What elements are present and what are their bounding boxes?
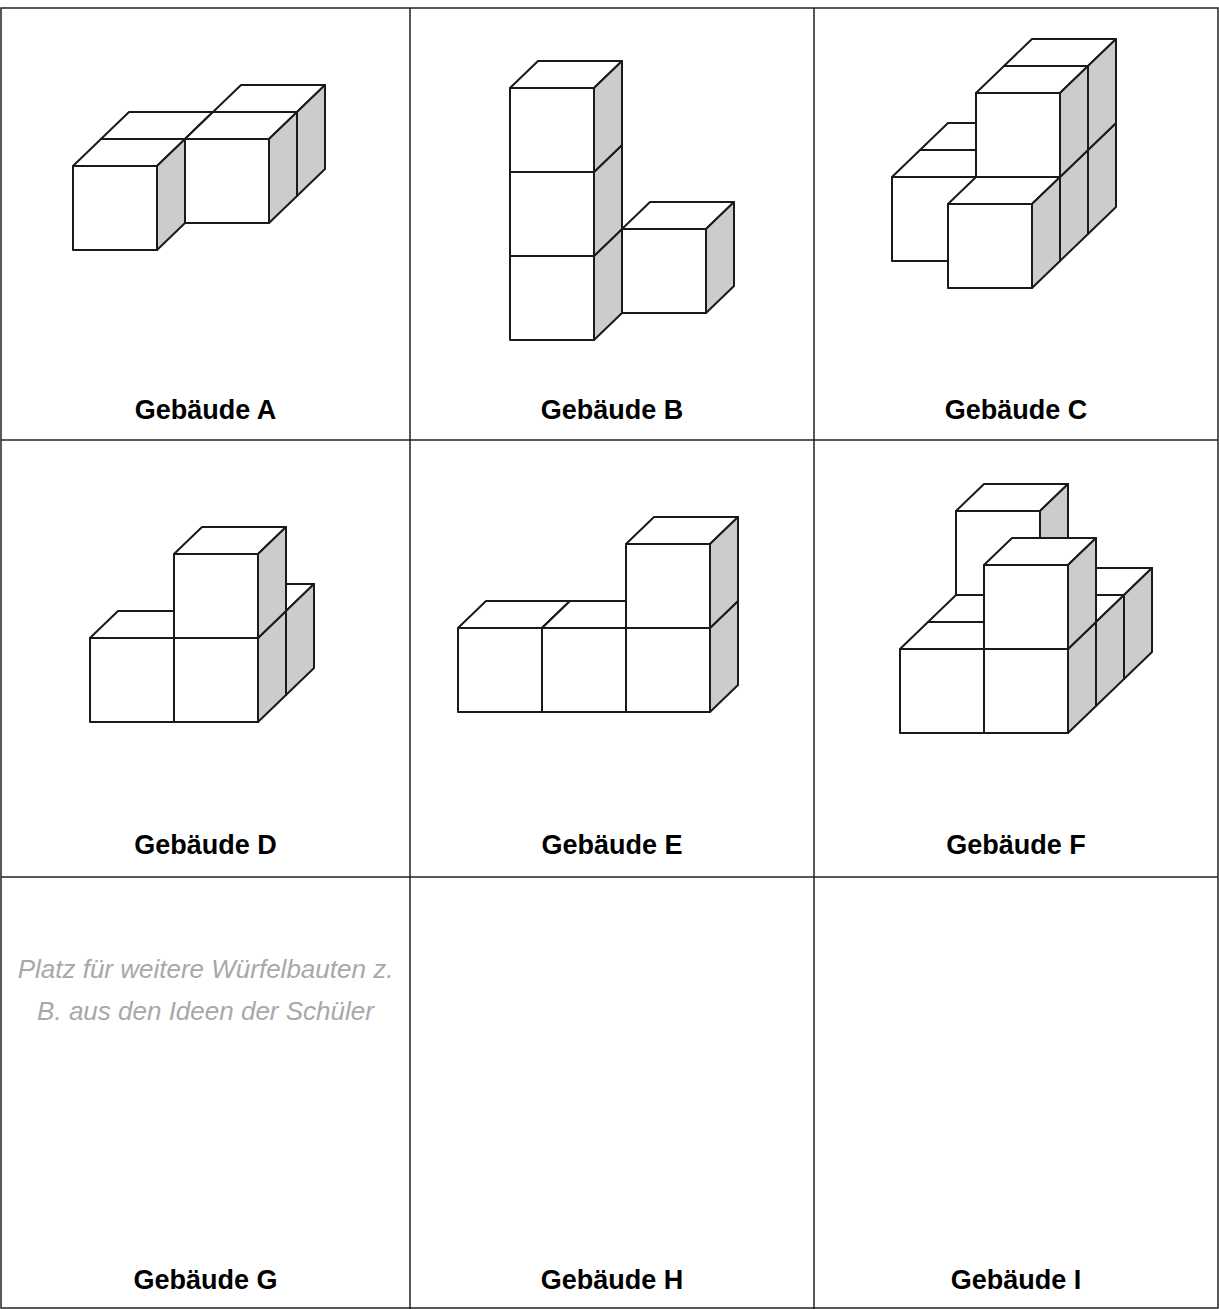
cube-front: [174, 638, 258, 722]
cube-front: [948, 204, 1032, 288]
cube-side: [710, 517, 738, 628]
cube-side: [1032, 177, 1060, 288]
table-border: [1, 8, 1218, 1308]
cube-side: [1096, 595, 1124, 706]
cube-building: [510, 61, 734, 340]
cube-front: [976, 93, 1060, 177]
cube-side: [1060, 66, 1088, 177]
cube-front: [984, 649, 1068, 733]
cube: [185, 112, 297, 223]
building-label: Gebäude G: [1, 1262, 410, 1298]
building-label: Gebäude A: [1, 392, 410, 428]
cube-front: [510, 88, 594, 172]
cube: [976, 66, 1088, 177]
building-label: Gebäude F: [814, 827, 1218, 863]
cube-front: [458, 628, 542, 712]
cube-front: [90, 638, 174, 722]
cube-front: [73, 166, 157, 250]
cube-front: [542, 628, 626, 712]
table-grid: [1, 8, 1218, 1309]
cube-building: [73, 85, 325, 250]
grid-line: [1, 439, 1218, 441]
cube-building: [458, 517, 738, 712]
cube: [510, 61, 622, 172]
cube-front: [626, 544, 710, 628]
cube: [948, 177, 1060, 288]
cube-side: [1088, 39, 1116, 150]
grid-line: [1, 876, 1218, 878]
building-label: Gebäude B: [410, 392, 814, 428]
building-label: Gebäude C: [814, 392, 1218, 428]
cube-front: [622, 229, 706, 313]
cube-side: [157, 139, 185, 250]
cube: [174, 527, 286, 638]
grid-line: [813, 8, 815, 1309]
cube-building: [90, 527, 314, 722]
cube: [73, 139, 185, 250]
building-label: Gebäude H: [410, 1262, 814, 1298]
placeholder-note: Platz für weitere Würfelbauten z. B. aus…: [11, 948, 400, 1032]
grid-line: [409, 8, 411, 1309]
building-label: Gebäude E: [410, 827, 814, 863]
cube-building: [900, 484, 1152, 733]
cube-side: [1068, 538, 1096, 649]
building-label: Gebäude I: [814, 1262, 1218, 1298]
cube-side: [286, 584, 314, 695]
cube-side: [594, 61, 622, 172]
cube-front: [185, 139, 269, 223]
cube-front: [900, 649, 984, 733]
cube: [984, 538, 1096, 649]
cube-side: [297, 85, 325, 196]
cube-side: [258, 527, 286, 638]
building-label: Gebäude D: [1, 827, 410, 863]
cube: [622, 202, 734, 313]
cube-side: [1124, 568, 1152, 679]
cube-side: [269, 112, 297, 223]
cube-front: [510, 172, 594, 256]
cube-front: [510, 256, 594, 340]
cube-front: [174, 554, 258, 638]
cube-front: [984, 565, 1068, 649]
cube-front: [626, 628, 710, 712]
cube: [626, 517, 738, 628]
cube-building: [892, 39, 1116, 288]
cube-side: [706, 202, 734, 313]
